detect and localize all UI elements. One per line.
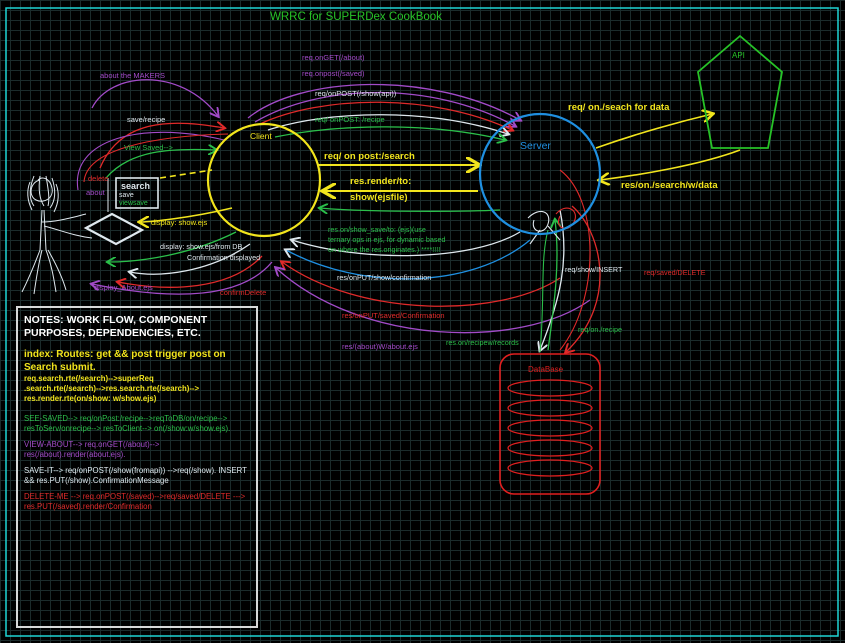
arrow-res-about	[276, 268, 591, 334]
arrow-res-api	[600, 149, 741, 180]
arrow-green-return	[320, 208, 501, 211]
arrow-res-on-recipe	[539, 229, 549, 353]
label-display-about: display_About.ejs	[94, 283, 153, 292]
delete-widget-label[interactable]: delete	[88, 174, 108, 183]
server-red-scribble	[555, 207, 576, 230]
notes-index-line: .search.rte(/search)-->res.search.rte(/s…	[24, 384, 200, 393]
database-label: DataBase	[528, 365, 564, 374]
notes-index-heading: index: Routes: get && post trigger post …	[24, 349, 226, 373]
notes-index-line: res.render.rte(on/show: w/show.ejs)	[24, 394, 157, 403]
notes-index-line: req.search.rte(/search)-->superReq	[24, 374, 154, 383]
label-display-show: display: show.ejs	[151, 218, 208, 227]
arrow-view-saved	[105, 149, 216, 179]
label-req-post-saved: req.onpost(/saved)	[302, 69, 365, 78]
notes-heading: NOTES: WORK FLOW, COMPONENT PURPOSES, DE…	[24, 314, 208, 339]
label-req-post-search: req/ on post:/search	[324, 151, 415, 162]
label-confirmation-displayed: Confirmation displayed	[187, 253, 260, 262]
laptop-screen	[83, 212, 145, 246]
label-req-on-recipe: req/on./recipe	[578, 325, 622, 334]
arrow-save-recipe	[99, 123, 224, 169]
label-res-show-save-2: ternary ops in ejs, for dynamic based	[328, 235, 445, 244]
label-res-render-2: show(ejsfile)	[350, 192, 408, 203]
arrow-display-db	[108, 231, 237, 262]
arrow-display-about	[92, 261, 273, 295]
database-node	[499, 353, 601, 495]
arrow-confirmation	[130, 243, 251, 274]
arrow-res-recipew	[547, 220, 557, 351]
notes-view-about: VIEW-ABOUT--> req.onGET(/about)--> res(/…	[24, 440, 160, 459]
arrow-req-post-recipe	[267, 114, 508, 134]
arrow-req-post-saved	[254, 91, 515, 127]
notes-save-it: SAVE-IT--> req/onPOST(/show(fromapi)) --…	[24, 466, 247, 485]
arrow-req-show-insert	[540, 209, 565, 350]
arrow-search-dashed	[159, 169, 213, 179]
about-widget-label[interactable]: about	[86, 188, 106, 197]
label-about-makers: about the MAKERS	[100, 71, 165, 80]
label-confirm-delete: confirmDelete	[220, 288, 266, 297]
client-label: Client	[250, 131, 272, 141]
label-req-show-insert: req/show/INSERT	[565, 265, 623, 274]
arrow-green-top	[274, 126, 505, 140]
label-res-render: res.render/to:	[350, 176, 411, 187]
label-res-about: res/(about)W/about.ejs	[342, 342, 418, 351]
arrow-req-post-show-api	[259, 101, 512, 130]
diagram-title: WRRC for SUPERDex CookBook	[270, 11, 442, 23]
notes-index-lines: req.search.rte(/search)-->superReq .sear…	[24, 374, 250, 404]
client-node	[206, 122, 322, 238]
outer-frame	[5, 7, 839, 637]
label-req-post-recipe: req/ onPOST: /recipe	[315, 115, 385, 124]
label-req-api: req/ on./seach for data	[568, 102, 670, 113]
arrow-req-api	[595, 114, 712, 149]
server-label: Server	[520, 140, 551, 152]
notes-see-saved: SEE-SAVED--> req/onPost:/recipe-->reqToD…	[24, 414, 231, 433]
label-view-saved: View Saved-->	[124, 143, 173, 152]
label-req-get-about: req.onGET(/about)	[302, 53, 365, 62]
arrow-res-put-confirmation	[282, 262, 561, 307]
arrow-about-makers	[91, 79, 218, 116]
label-res-api: res/on./search/w/data	[621, 180, 718, 191]
label-display-db: display: show.ejs/from DB	[160, 242, 242, 251]
save-widget-label[interactable]: save	[119, 192, 134, 199]
label-res-recipew: res.on/recipew/records	[446, 338, 519, 347]
arrow-delete-curve	[83, 133, 229, 183]
search-widget-label[interactable]: search	[121, 181, 150, 191]
arrow-req-get-about	[247, 83, 520, 120]
label-save-recipe: save/recipe	[127, 115, 165, 124]
arrow-confirm-delete	[118, 255, 263, 287]
arrow-white-return	[292, 231, 521, 257]
notes-panel: NOTES: WORK FLOW, COMPONENT PURPOSES, DE…	[16, 306, 258, 628]
label-req-put-confirmation: res/onPUT/show/confirmation	[337, 273, 431, 282]
user-stick-figure	[21, 175, 93, 295]
label-res-show-save-1: res.on/show_save/to: (ejs)(use	[328, 225, 426, 234]
label-res-put-confirmation: res/onPUT/saved/Confirmation	[342, 311, 445, 320]
viewsave-widget-label[interactable]: viewsave	[119, 200, 148, 207]
api-node	[697, 34, 783, 149]
api-label: API	[732, 51, 745, 60]
arrow-display-show	[140, 207, 233, 222]
server-node	[478, 112, 602, 236]
label-req-post-show-api: req/onPOST(/show(api))	[315, 89, 397, 98]
arrow-red-loop	[559, 169, 591, 351]
notes-delete-me: DELETE-ME --> req.onPOST(/saved)-->req/s…	[24, 492, 246, 511]
label-res-show-save-3: on where the res.originates.) ****!!!!	[328, 245, 440, 254]
arrow-req-put-confirmation	[286, 239, 531, 280]
label-req-saved-delete: req/saved/DELETE	[644, 268, 706, 277]
arrow-about-curve	[76, 131, 225, 191]
search-widget[interactable]	[115, 177, 159, 209]
